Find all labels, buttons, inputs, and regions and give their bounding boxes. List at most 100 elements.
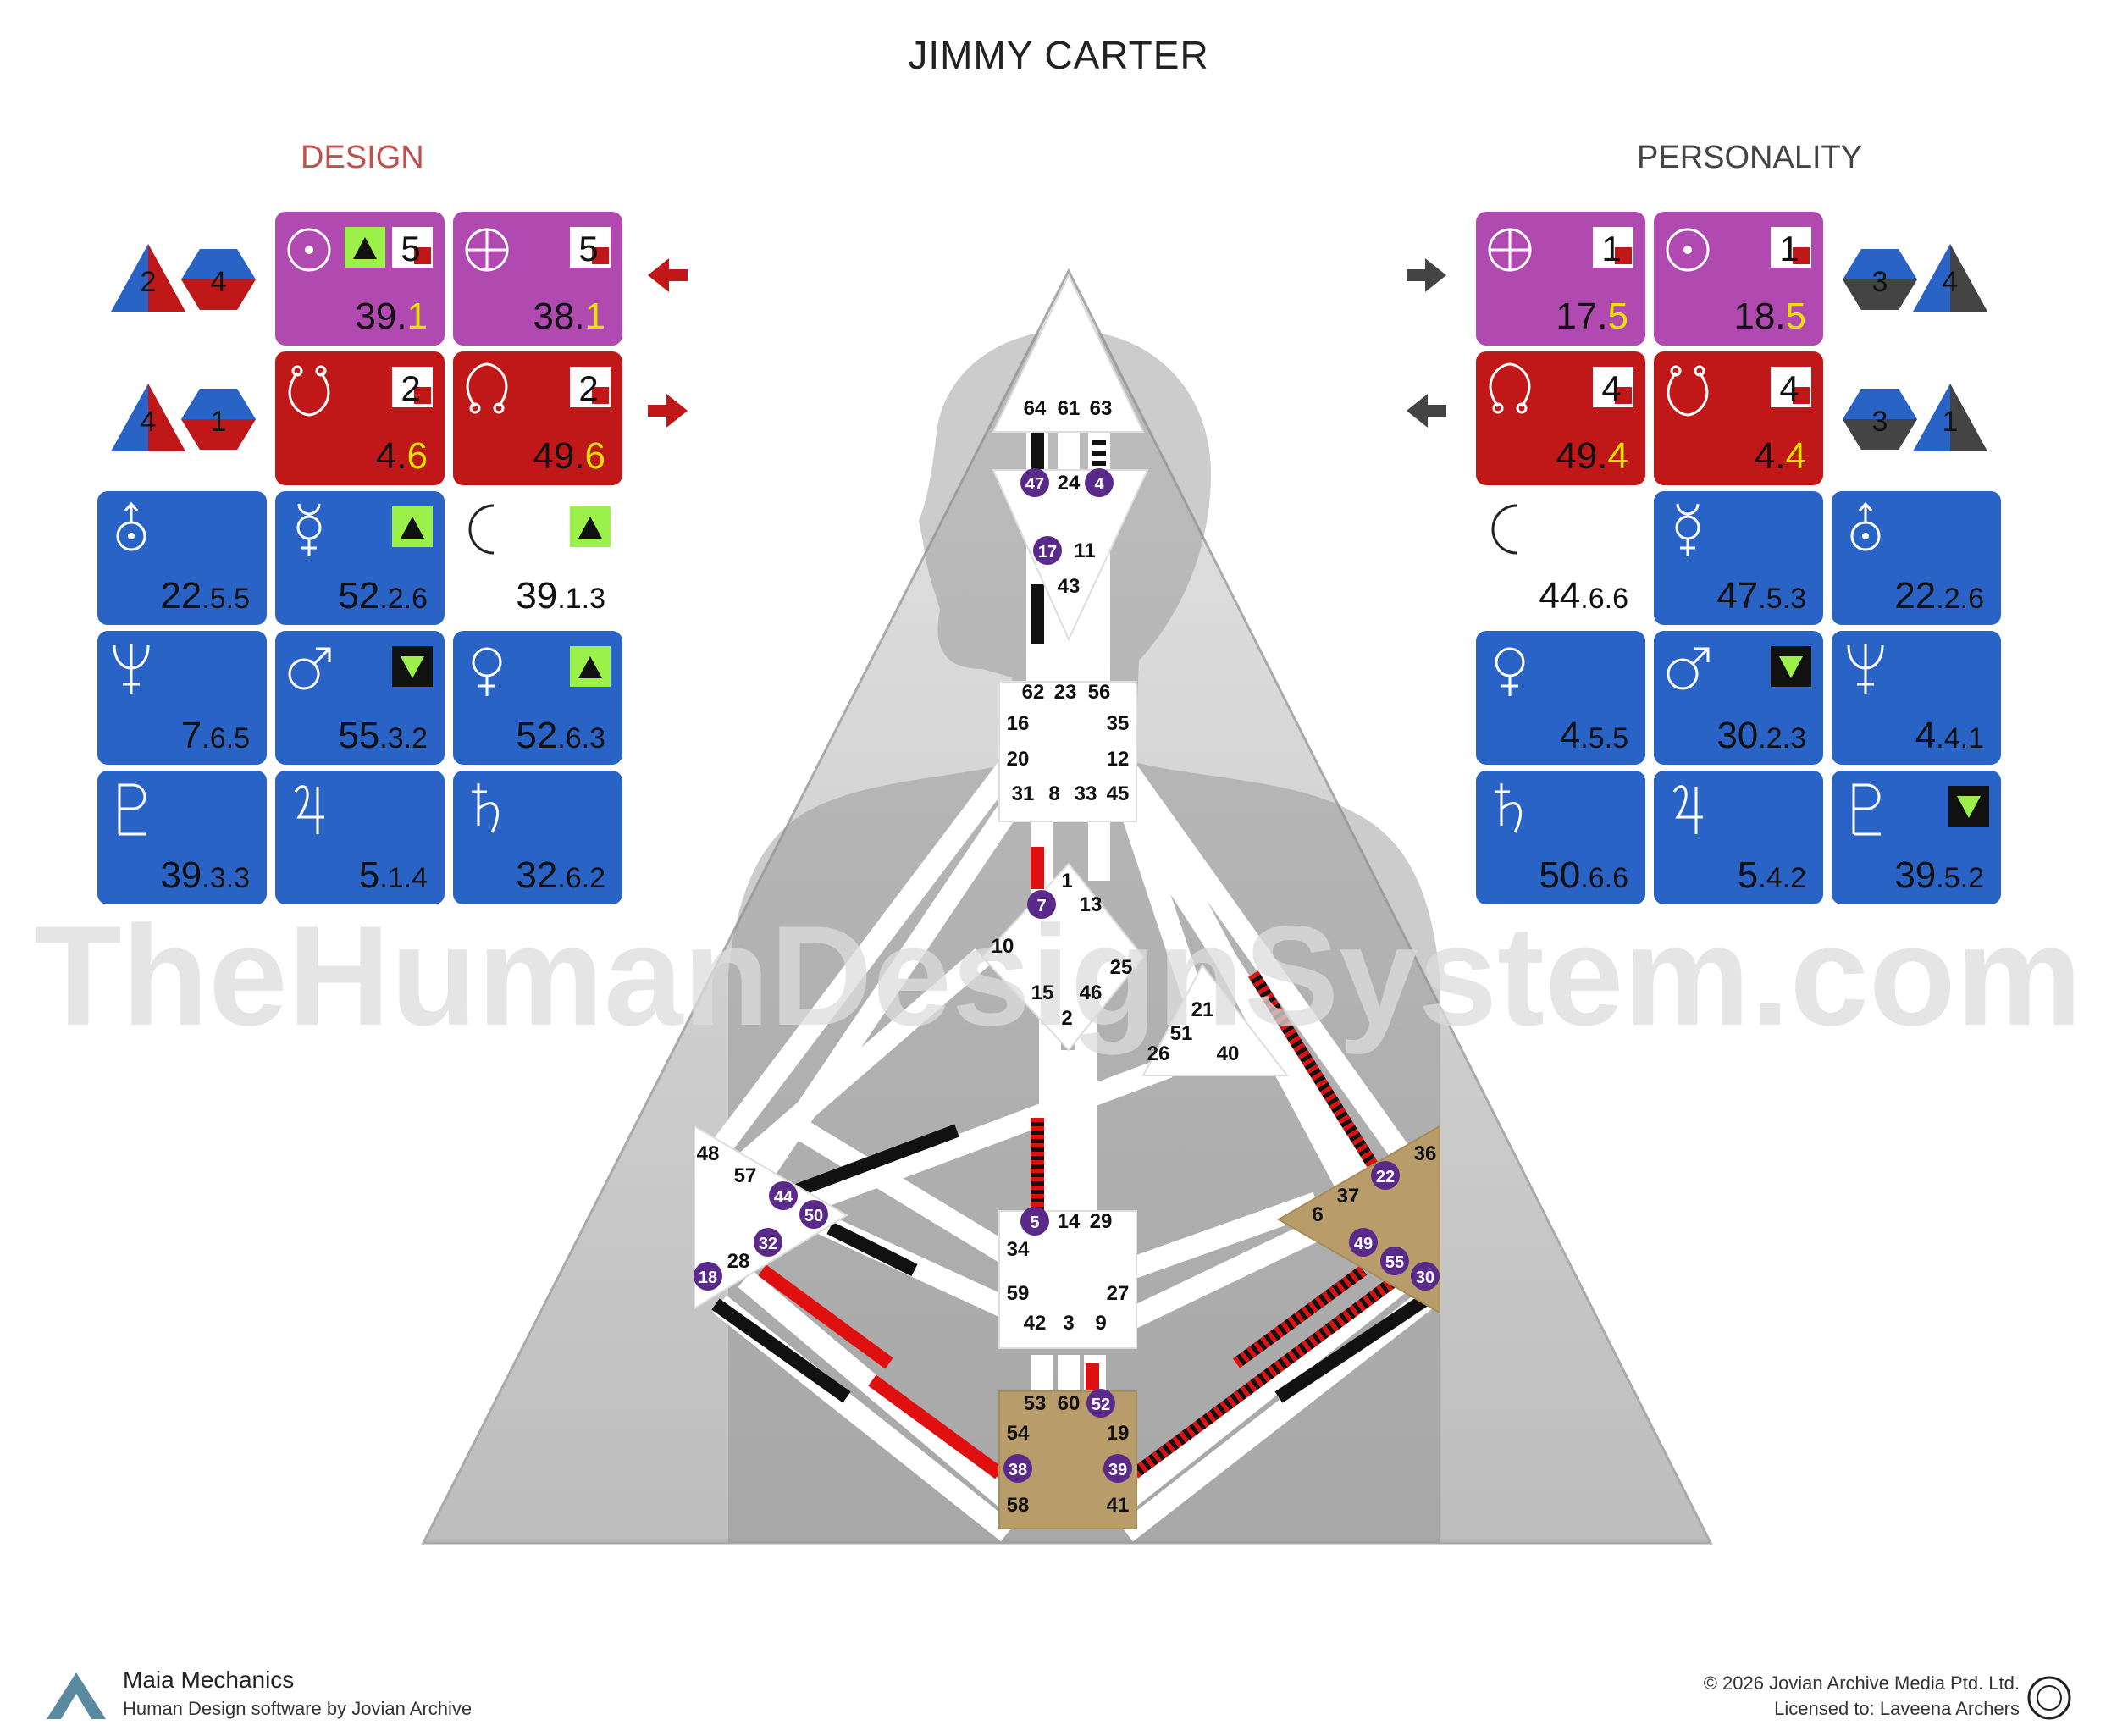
design-top-value: 49.6 xyxy=(533,435,605,477)
gate-26-label: 26 xyxy=(1147,1042,1170,1065)
triangle-up-icon xyxy=(578,517,602,539)
shape-number: 4 xyxy=(141,406,157,438)
gate-23-label: 23 xyxy=(1054,681,1077,704)
gate-53-label: 53 xyxy=(1024,1392,1047,1415)
ajna-center xyxy=(992,469,1149,642)
triangle-arrow-icon: 4 xyxy=(1913,244,1987,312)
gate-4-label: 4 xyxy=(1094,475,1104,494)
design-heading: DESIGN xyxy=(301,140,424,175)
shape-number: 1 xyxy=(211,406,227,438)
gate-5-label: 5 xyxy=(1030,1214,1039,1232)
activated-gate-marker xyxy=(1027,890,1056,919)
sun-icon xyxy=(287,228,331,272)
personality-planet-card xyxy=(1654,491,1823,625)
activated-gate-marker xyxy=(1020,1207,1049,1236)
moon-icon xyxy=(1491,504,1517,555)
south-node-icon xyxy=(1667,365,1709,417)
neptune-icon xyxy=(1847,644,1884,694)
gate-13-label: 13 xyxy=(1080,893,1103,916)
activated-gate-marker xyxy=(1371,1161,1400,1190)
gate-18-label: 18 xyxy=(699,1269,717,1287)
shape-number: 2 xyxy=(141,266,157,298)
personality-planet-card xyxy=(1476,631,1645,765)
gate-61-label: 61 xyxy=(1058,397,1081,420)
design-planet-value: 32.6.2 xyxy=(516,854,605,896)
gate-39-label: 39 xyxy=(1108,1461,1127,1479)
gate-54-label: 54 xyxy=(1007,1422,1030,1445)
sun-icon xyxy=(1666,228,1710,272)
line-badge-mark xyxy=(1793,247,1810,264)
line-badge-number: 5 xyxy=(401,229,420,268)
saturn-icon xyxy=(1495,783,1523,833)
gate-10-label: 10 xyxy=(992,935,1014,958)
north-node-icon xyxy=(1489,362,1531,414)
activated-gate-marker xyxy=(754,1228,782,1257)
mercury-icon xyxy=(1675,503,1700,556)
head-center xyxy=(992,273,1145,433)
shape-number: 3 xyxy=(1872,266,1888,298)
jupiter-icon xyxy=(294,785,324,834)
gate-57-label: 57 xyxy=(734,1164,757,1187)
design-planet-value: 52.6.3 xyxy=(516,715,605,756)
activated-gate-marker xyxy=(769,1181,798,1210)
triangle-arrow-icon: 2 xyxy=(111,244,185,312)
gate-7-label: 7 xyxy=(1036,897,1046,915)
gate-8-label: 8 xyxy=(1048,782,1059,805)
personality-heading: PERSONALITY xyxy=(1637,140,1863,175)
triangle-up-icon xyxy=(578,656,602,678)
gate-38-label: 38 xyxy=(1009,1461,1027,1479)
gate-21-label: 21 xyxy=(1191,998,1214,1021)
personality-planet-value: 22.2.6 xyxy=(1894,575,1984,616)
gate-2-label: 2 xyxy=(1061,1007,1072,1030)
maia-logo-icon xyxy=(47,1672,106,1719)
gate-62-label: 62 xyxy=(1022,681,1045,704)
activated-gate-marker xyxy=(1086,1389,1115,1418)
gate-16-label: 16 xyxy=(1007,712,1030,735)
personality-top-value: 18.5 xyxy=(1733,296,1806,337)
activated-gate-marker xyxy=(1085,468,1114,497)
heart-center xyxy=(1141,964,1290,1076)
gate-32-label: 32 xyxy=(759,1235,777,1253)
triangle-down-icon xyxy=(1957,796,1981,818)
gate-35-label: 35 xyxy=(1107,712,1130,735)
neptune-icon xyxy=(113,644,150,694)
gate-48-label: 48 xyxy=(697,1142,720,1165)
gate-12-label: 12 xyxy=(1107,748,1130,771)
personality-planet-value: 4.5.5 xyxy=(1560,715,1628,756)
activated-gate-marker xyxy=(1411,1262,1440,1291)
chart-title: JIMMY CARTER xyxy=(908,33,1209,77)
personality-planet-value: 5.4.2 xyxy=(1738,854,1806,896)
design-top-value: 4.6 xyxy=(376,435,428,477)
gate-50-label: 50 xyxy=(804,1207,823,1225)
throat-center xyxy=(998,681,1137,822)
personality-planet-value: 4.4.1 xyxy=(1915,715,1984,756)
shape-number: 4 xyxy=(211,266,227,298)
shape-number: 3 xyxy=(1872,406,1888,438)
personality-arrow-right-icon xyxy=(1407,258,1446,292)
gate-47-label: 47 xyxy=(1025,475,1044,494)
personality-arrow-left-icon xyxy=(1407,394,1446,428)
design-planet-value: 39.3.3 xyxy=(160,854,250,896)
personality-planet-value: 44.6.6 xyxy=(1539,575,1628,616)
design-planet-value: 39.1.3 xyxy=(516,575,605,616)
activated-gate-marker xyxy=(1033,536,1062,565)
gate-20-label: 20 xyxy=(1007,748,1030,771)
gate-37-label: 37 xyxy=(1337,1185,1360,1208)
gate-34-label: 34 xyxy=(1007,1238,1030,1261)
personality-planet-value: 47.5.3 xyxy=(1716,575,1806,616)
gate-43-label: 43 xyxy=(1058,575,1081,598)
line-badge-number: 5 xyxy=(578,229,598,268)
gate-11-label: 11 xyxy=(1074,539,1095,562)
gate-36-label: 36 xyxy=(1414,1142,1437,1165)
earth-icon xyxy=(465,228,509,272)
footer-brand: Maia Mechanics xyxy=(123,1667,295,1693)
triangle-arrow-icon: 1 xyxy=(1913,384,1987,451)
jupiter-icon xyxy=(1672,785,1703,834)
line-badge-mark xyxy=(1615,247,1632,264)
south-node-icon xyxy=(288,365,330,417)
hexagon-arrow-icon: 3 xyxy=(1843,249,1917,310)
mars-icon xyxy=(1667,647,1710,690)
gate-15-label: 15 xyxy=(1031,981,1054,1004)
gate-55-label: 55 xyxy=(1385,1253,1404,1272)
